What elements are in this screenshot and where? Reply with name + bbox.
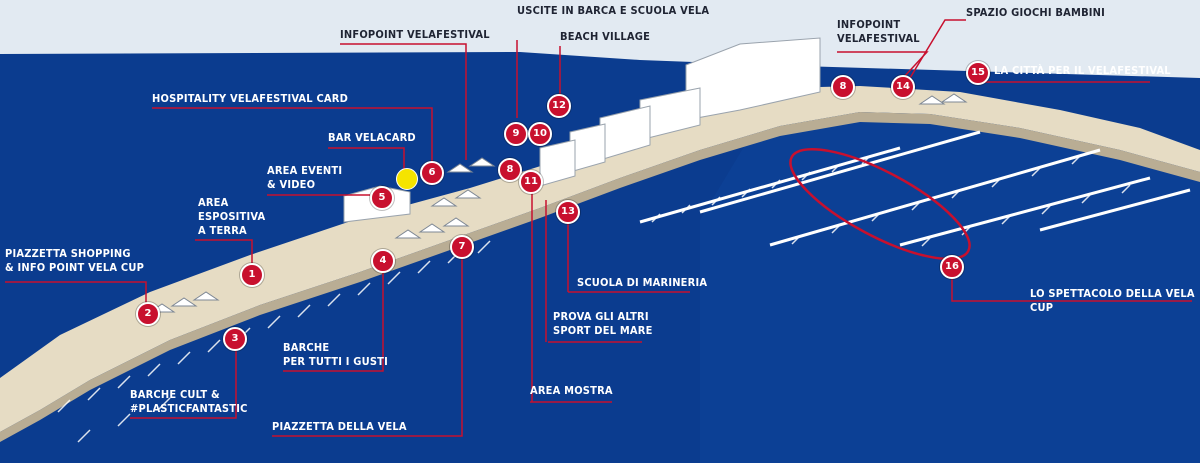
marker-14[interactable]: 14 [891, 75, 915, 99]
label-piazzetta-vela[interactable]: PIAZZETTA DELLA VELA [272, 420, 407, 433]
pier-shadow [0, 112, 1200, 442]
marker-1[interactable]: 1 [240, 263, 264, 287]
label-prova[interactable]: PROVA GLI ALTRI SPORT DEL MARE [553, 310, 653, 337]
moored-boats [651, 155, 1131, 247]
marker-16[interactable]: 16 [940, 255, 964, 279]
highlight-dot [396, 168, 418, 190]
marker-5[interactable]: 5 [370, 186, 394, 210]
tents [148, 93, 968, 313]
label-area-eventi[interactable]: AREA EVENTI & VIDEO [267, 164, 343, 191]
label-piazzetta-shopping[interactable]: PIAZZETTA SHOPPING & INFO POINT VELA CUP [5, 247, 145, 274]
quay-boats [57, 240, 491, 443]
label-barche-cult[interactable]: BARCHE CULT & #PLASTICFANTASTIC [130, 388, 248, 415]
marker-13[interactable]: 13 [556, 200, 580, 224]
label-bar-velacard[interactable]: BAR VELACARD [328, 131, 416, 144]
label-barche-gusti[interactable]: BARCHE PER TUTTI I GUSTI [283, 341, 388, 368]
vela-cup-area [789, 147, 971, 261]
label-infopoint-left[interactable]: INFOPOINT VELAFESTIVAL [340, 28, 490, 41]
label-hospitality[interactable]: HOSPITALITY VELAFESTIVAL CARD [152, 92, 349, 105]
label-spazio-giochi[interactable]: SPAZIO GIOCHI BAMBINI [966, 6, 1106, 19]
label-scuola-marineria[interactable]: SCUOLA DI MARINERIA [577, 276, 708, 289]
marker-12[interactable]: 12 [547, 94, 571, 118]
marker-4[interactable]: 4 [371, 249, 395, 273]
marker-9[interactable]: 9 [504, 122, 528, 146]
marker-8-right[interactable]: 8 [831, 75, 855, 99]
label-area-espositiva[interactable]: AREA ESPOSITIVA A TERRA [198, 196, 266, 237]
marker-2[interactable]: 2 [136, 302, 160, 326]
label-spettacolo[interactable]: LO SPETTACOLO DELLA VELA CUP [1030, 287, 1195, 314]
marker-8-left[interactable]: 8 [498, 158, 522, 182]
marker-15[interactable]: 15 [966, 61, 990, 85]
marker-6[interactable]: 6 [420, 161, 444, 185]
label-uscite[interactable]: USCITE IN BARCA E SCUOLA VELA [517, 4, 710, 17]
marker-7[interactable]: 7 [450, 235, 474, 259]
label-infopoint-right[interactable]: INFOPOINT VELAFESTIVAL [837, 18, 920, 45]
leader-lines [5, 19, 1192, 437]
marker-3[interactable]: 3 [223, 327, 247, 351]
label-area-mostra[interactable]: AREA MOSTRA [530, 384, 613, 397]
label-citta[interactable]: LA CITTÀ PER IL VELAFESTIVAL [994, 64, 1171, 77]
marina-piers [639, 130, 1191, 247]
label-beach-village[interactable]: BEACH VILLAGE [560, 30, 651, 43]
marker-10[interactable]: 10 [528, 122, 552, 146]
marker-11[interactable]: 11 [519, 170, 543, 194]
